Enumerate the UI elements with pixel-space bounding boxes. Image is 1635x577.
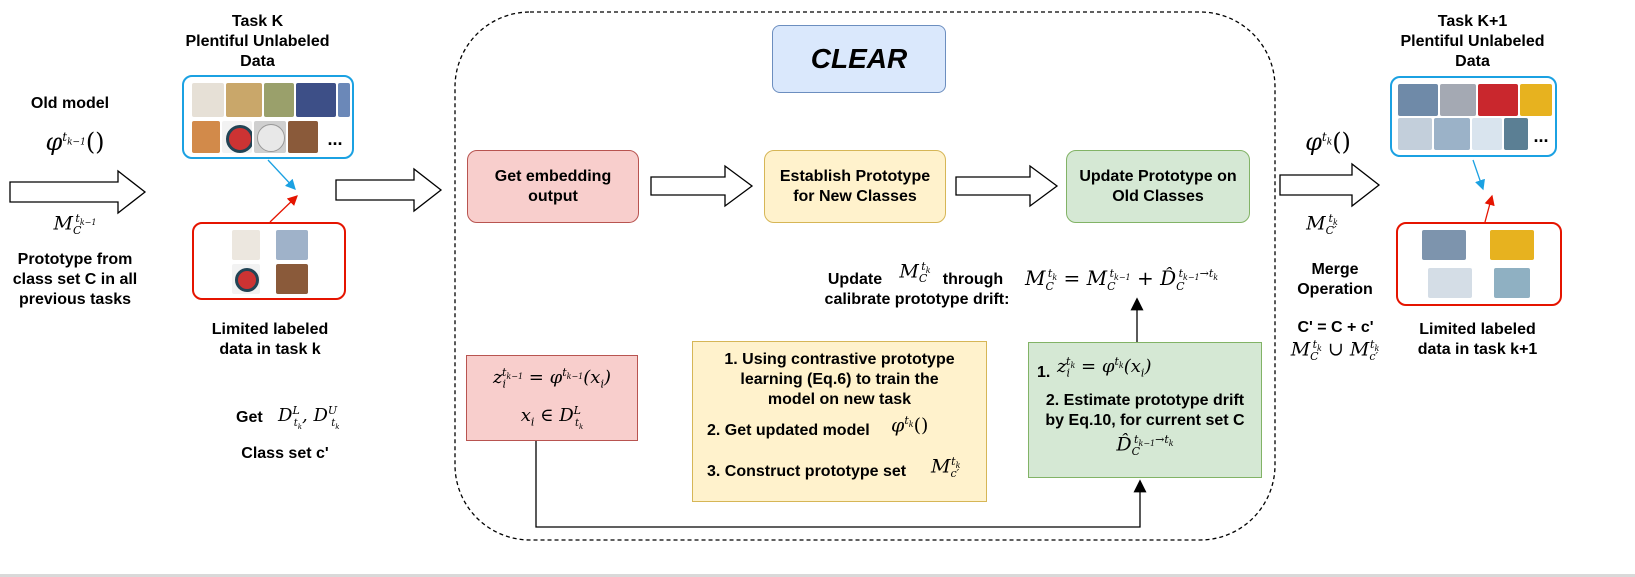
hollow-arrow-to-clear [335, 167, 443, 213]
robin-image [192, 121, 220, 153]
update-label: Update [827, 271, 883, 288]
labeled-boat-image [1494, 268, 1530, 298]
phi-k-formula: φtk() [1305, 128, 1351, 156]
arrow-unlabeled-to-point [267, 159, 296, 190]
update-m-formula: MCtk [899, 260, 931, 286]
labeled-car-image [1422, 230, 1466, 260]
task-k1-labeled-frame [1396, 222, 1562, 306]
prototype-set-formula: Mc′tk [931, 455, 961, 481]
airplane-2-image [1434, 118, 1470, 150]
merge-operation-label: Merge Operation [1297, 261, 1373, 298]
task-k1-title: Task K+1 Plentiful Unlabeled Data [1400, 13, 1545, 70]
labeled-puppy-image [232, 230, 260, 260]
hollow-arrow-embedding-to-establish [650, 164, 754, 208]
more-ellipsis: ... [327, 129, 343, 149]
task-k-limited-label: Limited labeled data in task k [211, 321, 329, 358]
drift-steps-box: 1. zitk = φtk(xi) 2. Estimate prototype … [1028, 342, 1262, 478]
through-label: through [942, 271, 1004, 288]
old-model-label: Old model [30, 95, 110, 112]
class-merge-label: C' = C + c' [1297, 319, 1374, 336]
arrow-labeled-k1-to-point [1484, 194, 1495, 223]
task-k-title: Task K Plentiful Unlabeled Data [185, 13, 330, 70]
task-k1-unlabeled-frame: ... [1390, 76, 1557, 157]
labeled-ball-image [232, 264, 260, 294]
get-embedding-box: Get embedding output [467, 150, 639, 223]
labeled-bird-image [276, 230, 308, 260]
boat-image [1504, 118, 1528, 150]
labeled-bus-image [1490, 230, 1534, 260]
establish-prototype-box: Establish Prototype for New Classes [764, 150, 946, 223]
embedding-formula-box: zitk−1 = φtk−1(xi) xi ∈ DLtk [466, 355, 638, 441]
dog-image [226, 83, 262, 117]
union-formula: MCtk ∪ Mc′tk [1290, 338, 1380, 364]
car-blue-image [1398, 84, 1438, 116]
bottom-border [0, 574, 1635, 577]
labeled-airplane-image [1428, 268, 1472, 298]
bird-image [338, 83, 350, 117]
red-bus-image [1478, 84, 1518, 116]
task-k1-limited-label: Limited labeled data in task k+1 [1417, 321, 1538, 358]
ball-image [222, 121, 252, 153]
new-embedding-formula: zitk = φtk(xi) [1057, 355, 1152, 380]
arrow-labeled-to-point [269, 195, 298, 223]
hollow-arrow-establish-to-update [955, 164, 1059, 208]
car-gray-image [1440, 84, 1476, 116]
task-k-unlabeled-frame: ... [182, 75, 354, 159]
task-k-labeled-frame [192, 222, 346, 300]
dog-field-image [264, 83, 294, 117]
clear-container [454, 11, 1276, 541]
connector-embedding-to-drift [535, 441, 1147, 528]
labeled-bear-image [276, 264, 308, 294]
updated-model-formula: φtk() [891, 414, 929, 437]
hollow-arrow-clear-to-next [1279, 162, 1381, 208]
hollow-arrow-old-model [9, 169, 147, 215]
drift-formula: D̂Ctk−1→tk [1116, 433, 1174, 459]
class-set-label: Class set c' [241, 445, 329, 462]
puppy-image [192, 83, 224, 117]
airplane-3-image [1472, 118, 1502, 150]
get-data-formula: Get DLtk, DUtk [236, 404, 340, 431]
more-ellipsis-k1: ... [1533, 126, 1549, 146]
dog-costume-image [296, 83, 336, 117]
drift-equation: MCtk = MCtk−1 + D̂Ctk−1→tk [1025, 266, 1219, 293]
phi-prev-formula: φtk−1() [45, 128, 105, 156]
new-prototype-formula: MC′tk [1306, 212, 1338, 238]
prototype-description: Prototype from class set C in all previo… [12, 251, 138, 308]
coin-image [254, 121, 286, 153]
prev-prototype-formula: MCtk−1 [53, 212, 97, 238]
bear-image [288, 121, 318, 153]
airplane-image [1398, 118, 1432, 150]
training-steps-box: 1. Using contrastive prototype learning … [692, 341, 987, 502]
update-prototype-box: Update Prototype on Old Classes [1066, 150, 1250, 223]
clear-title: CLEAR [772, 25, 946, 93]
calibrate-label: calibrate prototype drift: [824, 291, 1010, 308]
school-bus-image [1520, 84, 1552, 116]
arrow-unlabeled-k1-to-point [1472, 159, 1485, 191]
